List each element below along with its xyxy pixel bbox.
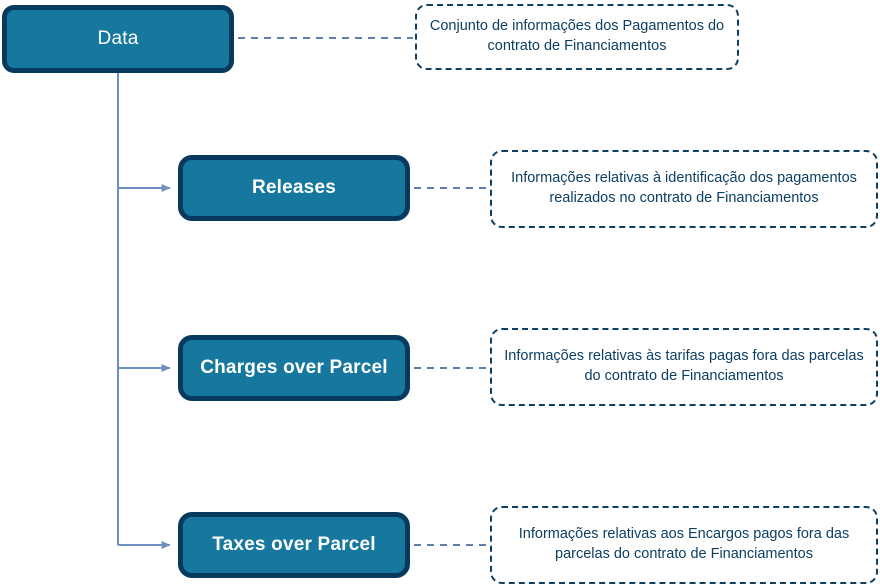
callout-charges-over-parcel-text: Informações relativas às tarifas pagas f… xyxy=(504,348,864,384)
callout-data-text: Conjunto de informações dos Pagamentos d… xyxy=(429,18,725,54)
callout-data: Conjunto de informações dos Pagamentos d… xyxy=(415,4,739,70)
node-taxes-over-parcel-label: Taxes over Parcel xyxy=(212,534,376,556)
node-charges-over-parcel-label: Charges over Parcel xyxy=(200,357,388,379)
callout-releases: Informações relativas à identificação do… xyxy=(490,150,878,228)
node-charges-over-parcel[interactable]: Charges over Parcel xyxy=(178,335,410,401)
callout-releases-text: Informações relativas à identificação do… xyxy=(511,170,857,206)
callout-taxes-over-parcel-text: Informações relativas aos Encargos pagos… xyxy=(518,526,850,562)
node-data[interactable]: Data xyxy=(2,5,234,73)
node-data-label: Data xyxy=(97,28,139,50)
node-releases[interactable]: Releases xyxy=(178,155,410,221)
callout-taxes-over-parcel: Informações relativas aos Encargos pagos… xyxy=(490,506,878,584)
node-taxes-over-parcel[interactable]: Taxes over Parcel xyxy=(178,512,410,578)
node-releases-label: Releases xyxy=(251,177,336,199)
callout-charges-over-parcel: Informações relativas às tarifas pagas f… xyxy=(490,328,878,406)
